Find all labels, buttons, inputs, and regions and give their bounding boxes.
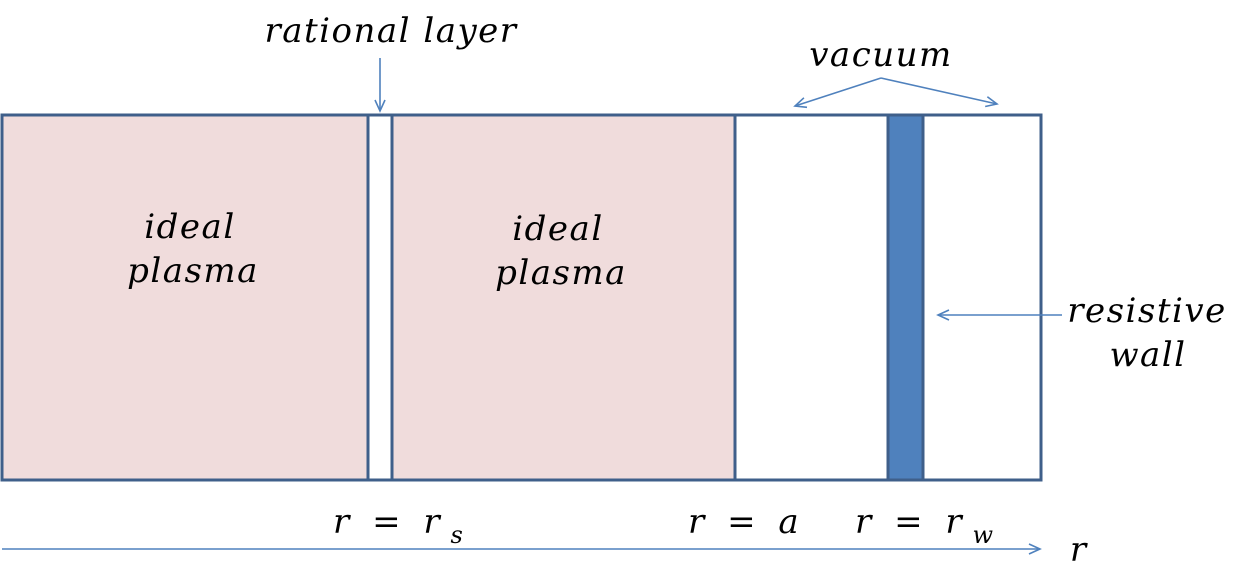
marker-rw-rhs: r [945,502,963,542]
marker-rw-op: = [894,502,923,542]
radial-axis-label: r [1070,530,1088,570]
vacuum-region-outer [923,115,1041,480]
vacuum-arrow-left [793,77,882,109]
marker-rs-lhs: r [333,502,351,542]
marker-rw-lhs: r [855,502,873,542]
resistive-wall-label-line1: resistive [1067,291,1227,331]
ideal-plasma-label-right-line2: plasma [495,253,627,293]
marker-r-equals-rs: r = r s [333,502,463,549]
plasma-region-outer [392,115,735,480]
vacuum-label: vacuum [809,35,953,75]
marker-r-equals-rw: r = r w [855,502,993,549]
marker-a-lhs: r [688,502,706,542]
vacuum-arrow-right [880,77,999,108]
marker-a-rhs: a [778,502,798,542]
rational-layer-region [368,115,392,480]
marker-rw-sub: w [972,521,993,549]
rational-layer-label: rational layer [264,11,517,51]
marker-a-op: = [727,502,756,542]
marker-rs-rhs: r [423,502,441,542]
vacuum-region-inner [735,115,888,480]
plasma-region-inner [2,115,368,480]
resistive-wall-region [888,115,923,480]
resistive-wall-label-line2: wall [1109,335,1186,375]
marker-rs-sub: s [450,521,462,549]
marker-rs-op: = [372,502,401,542]
ideal-plasma-label-right-line1: ideal [512,209,603,249]
ideal-plasma-label-left-line1: ideal [144,207,235,247]
region-outlines [0,113,1043,482]
ideal-plasma-label-left-line2: plasma [127,251,259,291]
marker-r-equals-a: r = a [688,502,799,542]
